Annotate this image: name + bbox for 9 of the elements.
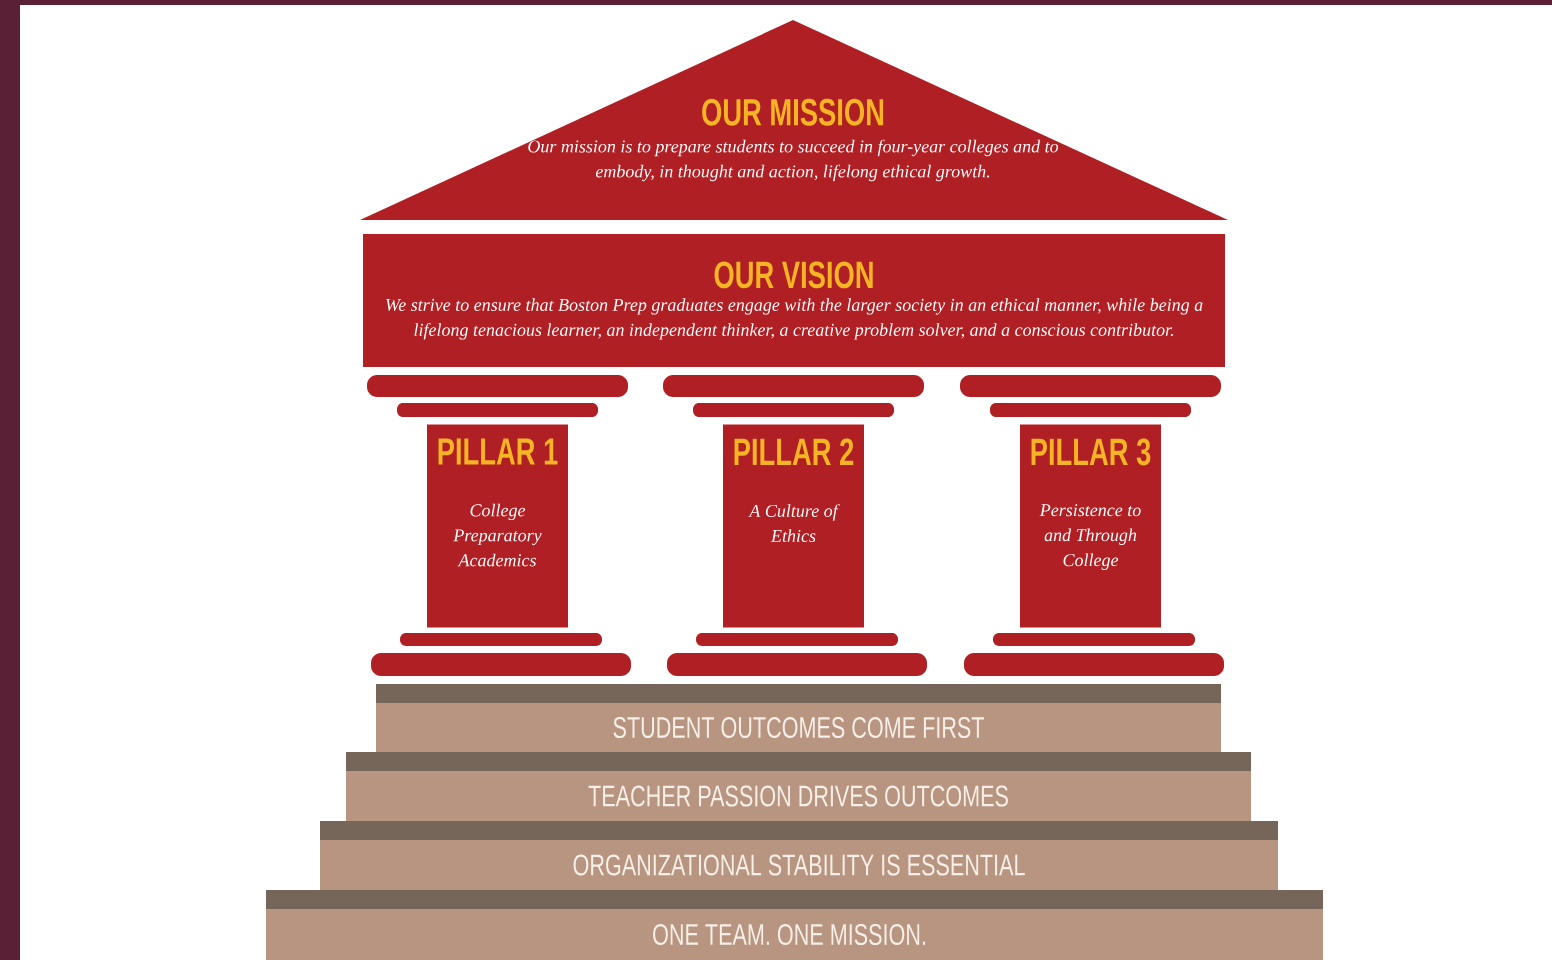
- vision-box: OUR VISION We strive to ensure that Boston Prep graduates engage with the larger society in an ethical manner, while being a lifelong tenacious learner, an independent thinker, a creative problem solver, and a conscious contributor.: [363, 234, 1225, 367]
- pillar-column: PILLAR 1 College Preparatory Academics: [367, 375, 631, 676]
- stair-step: ORGANIZATIONAL STABILITY IS ESSENTIAL: [320, 821, 1278, 890]
- pediment-triangle: OUR MISSION Our mission is to prepare students to succeed in four-year colleges and to embody, in thought and action, lifelong ethical growth.: [360, 20, 1228, 220]
- stair-step: STUDENT OUTCOMES COME FIRST: [376, 684, 1221, 752]
- stair-step: ONE TEAM. ONE MISSION.: [266, 890, 1323, 960]
- pillar-column: PILLAR 2 A Culture of Ethics: [663, 375, 927, 676]
- pillar-column: PILLAR 3 Persistence to and Through College: [960, 375, 1224, 676]
- stair-step: TEACHER PASSION DRIVES OUTCOMES: [346, 752, 1251, 821]
